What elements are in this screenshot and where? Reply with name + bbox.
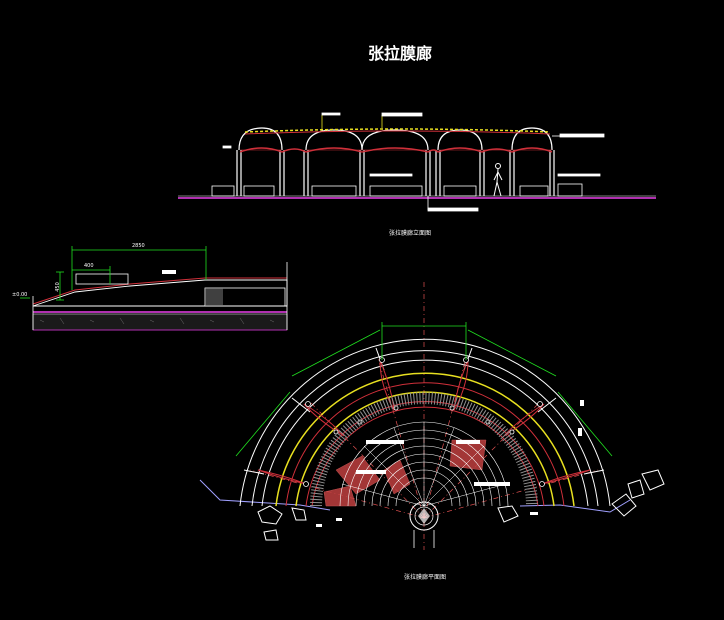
- plan-leaders: [356, 428, 582, 486]
- elevation-columns: [236, 150, 555, 196]
- dimension-total: 2850: [132, 243, 145, 249]
- dimension-step: 400: [84, 263, 94, 269]
- section-view: [20, 246, 288, 331]
- plan-yellow-rings: [275, 372, 575, 507]
- membrane-roof: [239, 128, 553, 153]
- plan-outer-path: [199, 479, 631, 513]
- plan-membrane-rings: [285, 382, 565, 507]
- plan-center-feature: [409, 501, 439, 548]
- elevation-view: [178, 112, 656, 212]
- plan-seating-bands: [239, 338, 611, 507]
- section-dimensions: [20, 246, 207, 301]
- elevation-arches: [238, 127, 553, 151]
- elevation-benches: [211, 183, 583, 197]
- section-fill-layer: [32, 313, 288, 331]
- section-ramp: [32, 279, 288, 307]
- plan-column-nodes: [303, 357, 545, 487]
- level-marker: ±0.00: [12, 292, 28, 298]
- plan-dimensions: [235, 322, 613, 457]
- plan-rocks: [257, 469, 665, 541]
- drawing-title: 张拉膜廊: [367, 44, 432, 63]
- plan-caption: 张拉膜廊平面图: [404, 574, 447, 581]
- plan-view: [199, 282, 665, 550]
- elevation-leaders: [222, 112, 605, 212]
- elevation-caption: 张拉膜廊立面图: [389, 230, 432, 237]
- dimension-height: 450: [54, 282, 61, 292]
- human-figure: [493, 163, 503, 197]
